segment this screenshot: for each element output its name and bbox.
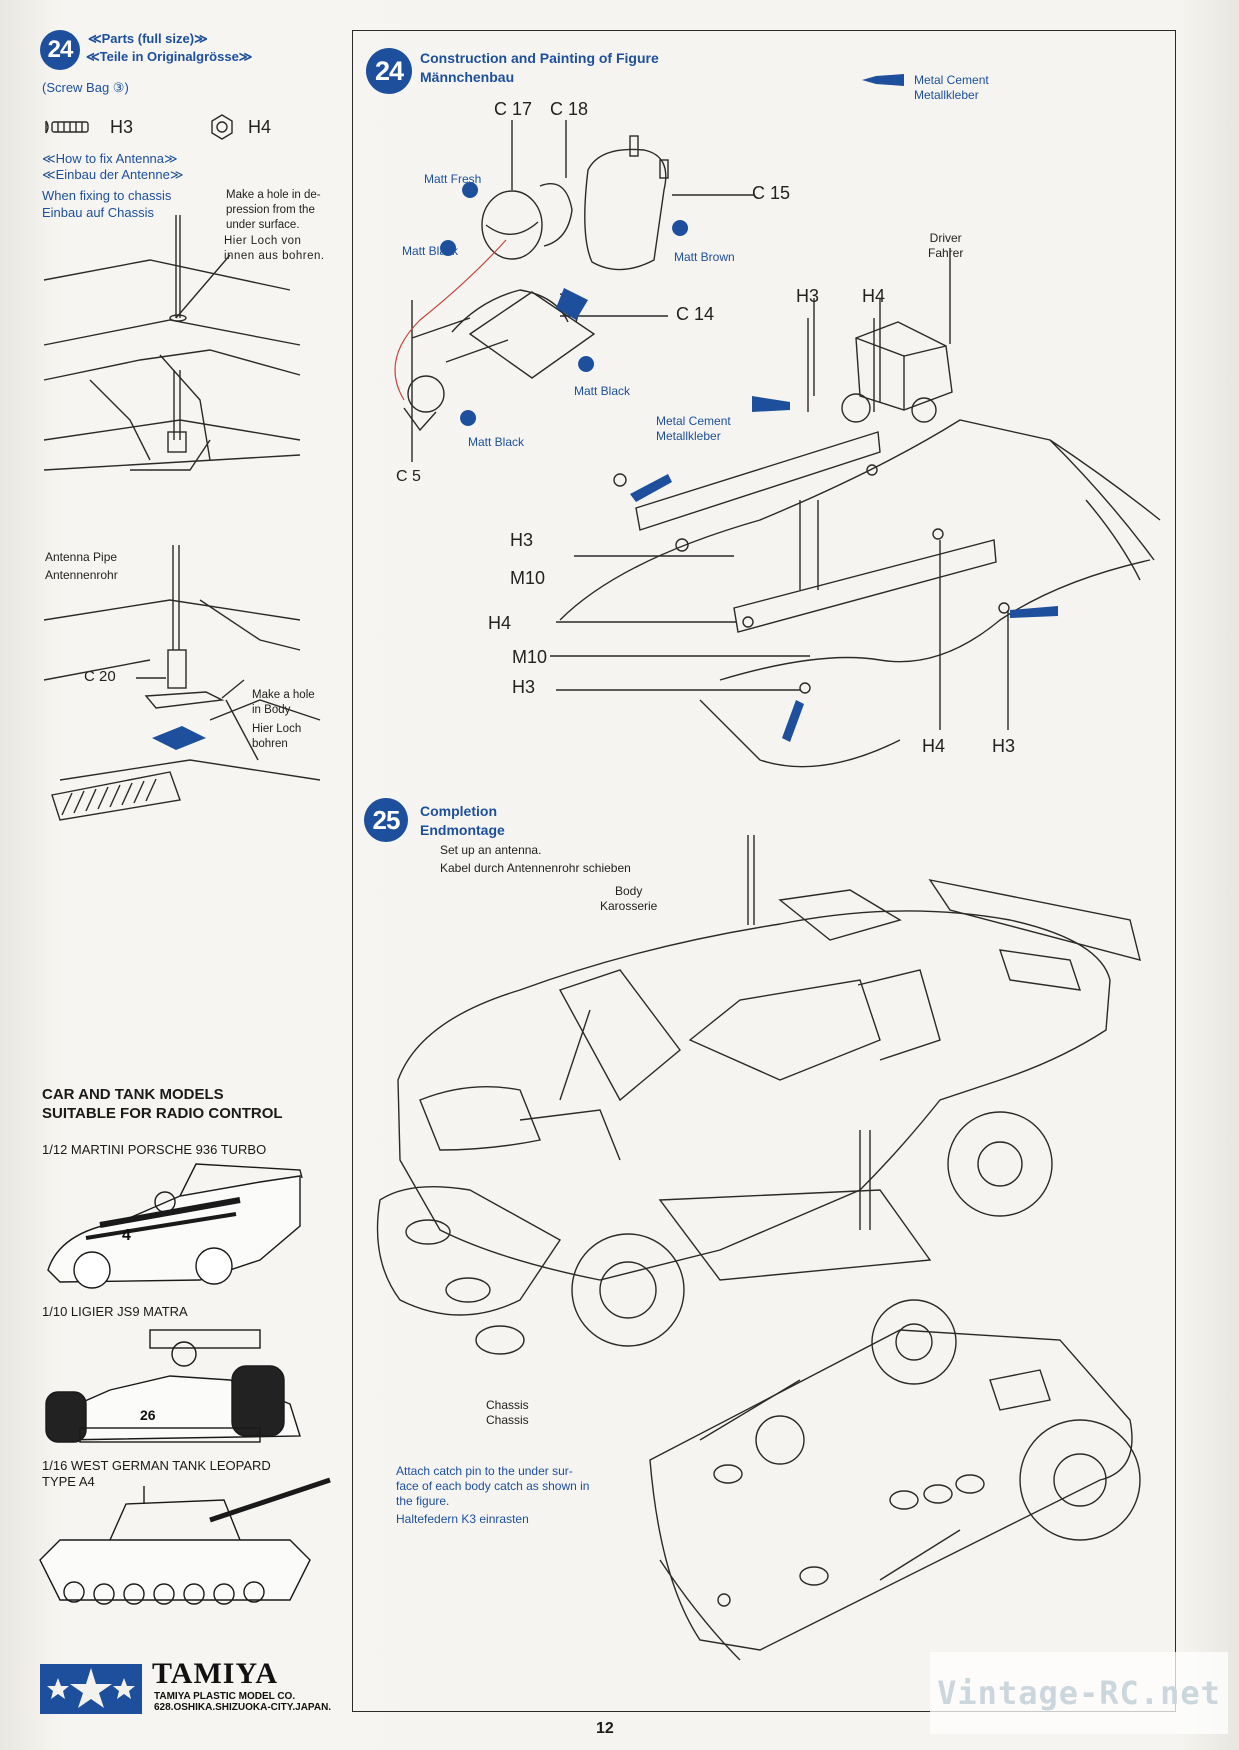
instruction-frame bbox=[352, 30, 1176, 1712]
leopard-tank-thumbnail bbox=[39, 1477, 331, 1605]
ligier-race-number: 26 bbox=[140, 1407, 156, 1423]
c15-label: C 15 bbox=[752, 183, 791, 203]
body-hole-en: Make a hole in Body bbox=[252, 689, 315, 716]
antenna-pipe-de: Antennenrohr bbox=[45, 568, 118, 582]
models-title: CAR AND TANK MODELS SUITABLE FOR RADIO C… bbox=[42, 1086, 283, 1122]
screw-bag-label: (Screw Bag ③) bbox=[42, 80, 129, 95]
c20-label: C 20 bbox=[84, 668, 116, 685]
antenna-pipe-en: Antenna Pipe bbox=[45, 550, 118, 564]
completion-title-en: Completion bbox=[420, 803, 497, 819]
h3-screw-icon bbox=[45, 120, 89, 134]
driver-label: Driver Fahrer bbox=[928, 231, 964, 260]
catch-pin-de: Haltefedern K3 einrasten bbox=[396, 1512, 529, 1526]
model-leopard-name: 1/16 WEST GERMAN TANK LEOPARD TYPE A4 bbox=[42, 1458, 271, 1489]
antenna-title-de: ≪Einbau der Antenne≫ bbox=[42, 167, 184, 182]
catch-pin-en: Attach catch pin to the under sur- face … bbox=[396, 1464, 590, 1508]
parts-title-de: ≪Teile in Originalgrösse≫ bbox=[86, 49, 253, 64]
c5-label: C 5 bbox=[396, 468, 421, 485]
tamiya-company: TAMIYA PLASTIC MODEL CO.628.OSHIKA.SHIZU… bbox=[154, 1691, 332, 1713]
matt-black-3-label: Matt Black bbox=[468, 435, 525, 449]
chassis-fix-de: Einbau auf Chassis bbox=[42, 205, 155, 220]
h3-part-label: H3 bbox=[110, 117, 134, 137]
ligier-js9-thumbnail: 26 bbox=[45, 1329, 301, 1443]
tamiya-brand: TAMIYA bbox=[152, 1657, 279, 1690]
body-hole-de: Hier Loch bohren bbox=[252, 723, 302, 750]
model-ligier-name: 1/10 LIGIER JS9 MATRA bbox=[42, 1304, 188, 1319]
porsche-race-number: 4 bbox=[122, 1227, 131, 1244]
h4-a-label: H4 bbox=[488, 613, 512, 633]
completion-title-de: Endmontage bbox=[420, 822, 505, 838]
figure-title-en: Construction and Painting of Figure bbox=[420, 50, 659, 66]
chassis-fix-en: When fixing to chassis bbox=[42, 188, 172, 203]
hole-note-de: Hier Loch von innen aus bohren. bbox=[224, 235, 325, 262]
h3-top-label: H3 bbox=[796, 286, 820, 306]
antenna-setup-de: Kabel durch Antennenrohr schieben bbox=[440, 861, 631, 875]
c14-label: C 14 bbox=[676, 304, 715, 324]
h3-c-label: H3 bbox=[992, 736, 1016, 756]
page-number: 12 bbox=[596, 1720, 614, 1737]
metal-cement-mid: Metal Cement Metallkleber bbox=[656, 414, 731, 443]
tamiya-star-logo bbox=[40, 1664, 142, 1714]
step-24-badge: 24 bbox=[40, 30, 80, 70]
figure-title-de: Männchenbau bbox=[420, 69, 515, 85]
h4-top-label: H4 bbox=[862, 286, 886, 306]
c18-label: C 18 bbox=[550, 99, 589, 119]
h4-nut-icon bbox=[211, 114, 233, 140]
parts-title-en: ≪Parts (full size)≫ bbox=[88, 31, 208, 46]
body-label: Body Karosserie bbox=[600, 884, 658, 913]
h3-a-label: H3 bbox=[510, 530, 534, 550]
watermark: Vintage-RC.net bbox=[930, 1652, 1228, 1734]
hole-note-en: Make a hole in de- pression from the und… bbox=[226, 189, 321, 231]
m10-a-label: M10 bbox=[510, 568, 546, 588]
metal-cement-top: Metal Cement Metallkleber bbox=[914, 73, 989, 102]
m10-b-label: M10 bbox=[512, 647, 548, 667]
h4-b-label: H4 bbox=[922, 736, 946, 756]
chassis-label: Chassis Chassis bbox=[486, 1398, 529, 1427]
antenna-setup-en: Set up an antenna. bbox=[440, 843, 542, 857]
antenna-title-en: ≪How to fix Antenna≫ bbox=[42, 151, 178, 166]
matt-black-1-label: Matt Black bbox=[402, 244, 459, 258]
step-24-figure-badge: 24 bbox=[366, 48, 412, 94]
h4-part-label: H4 bbox=[248, 117, 272, 137]
porsche-936-thumbnail: 4 bbox=[47, 1163, 303, 1289]
matt-brown-label: Matt Brown bbox=[674, 250, 735, 264]
h3-b-label: H3 bbox=[512, 677, 536, 697]
model-porsche-name: 1/12 MARTINI PORSCHE 936 TURBO bbox=[42, 1142, 267, 1157]
step-25-badge: 25 bbox=[364, 798, 408, 842]
matt-black-2-label: Matt Black bbox=[574, 384, 631, 398]
matt-fresh-label: Matt Fresh bbox=[424, 172, 482, 186]
c17-label: C 17 bbox=[494, 99, 533, 119]
